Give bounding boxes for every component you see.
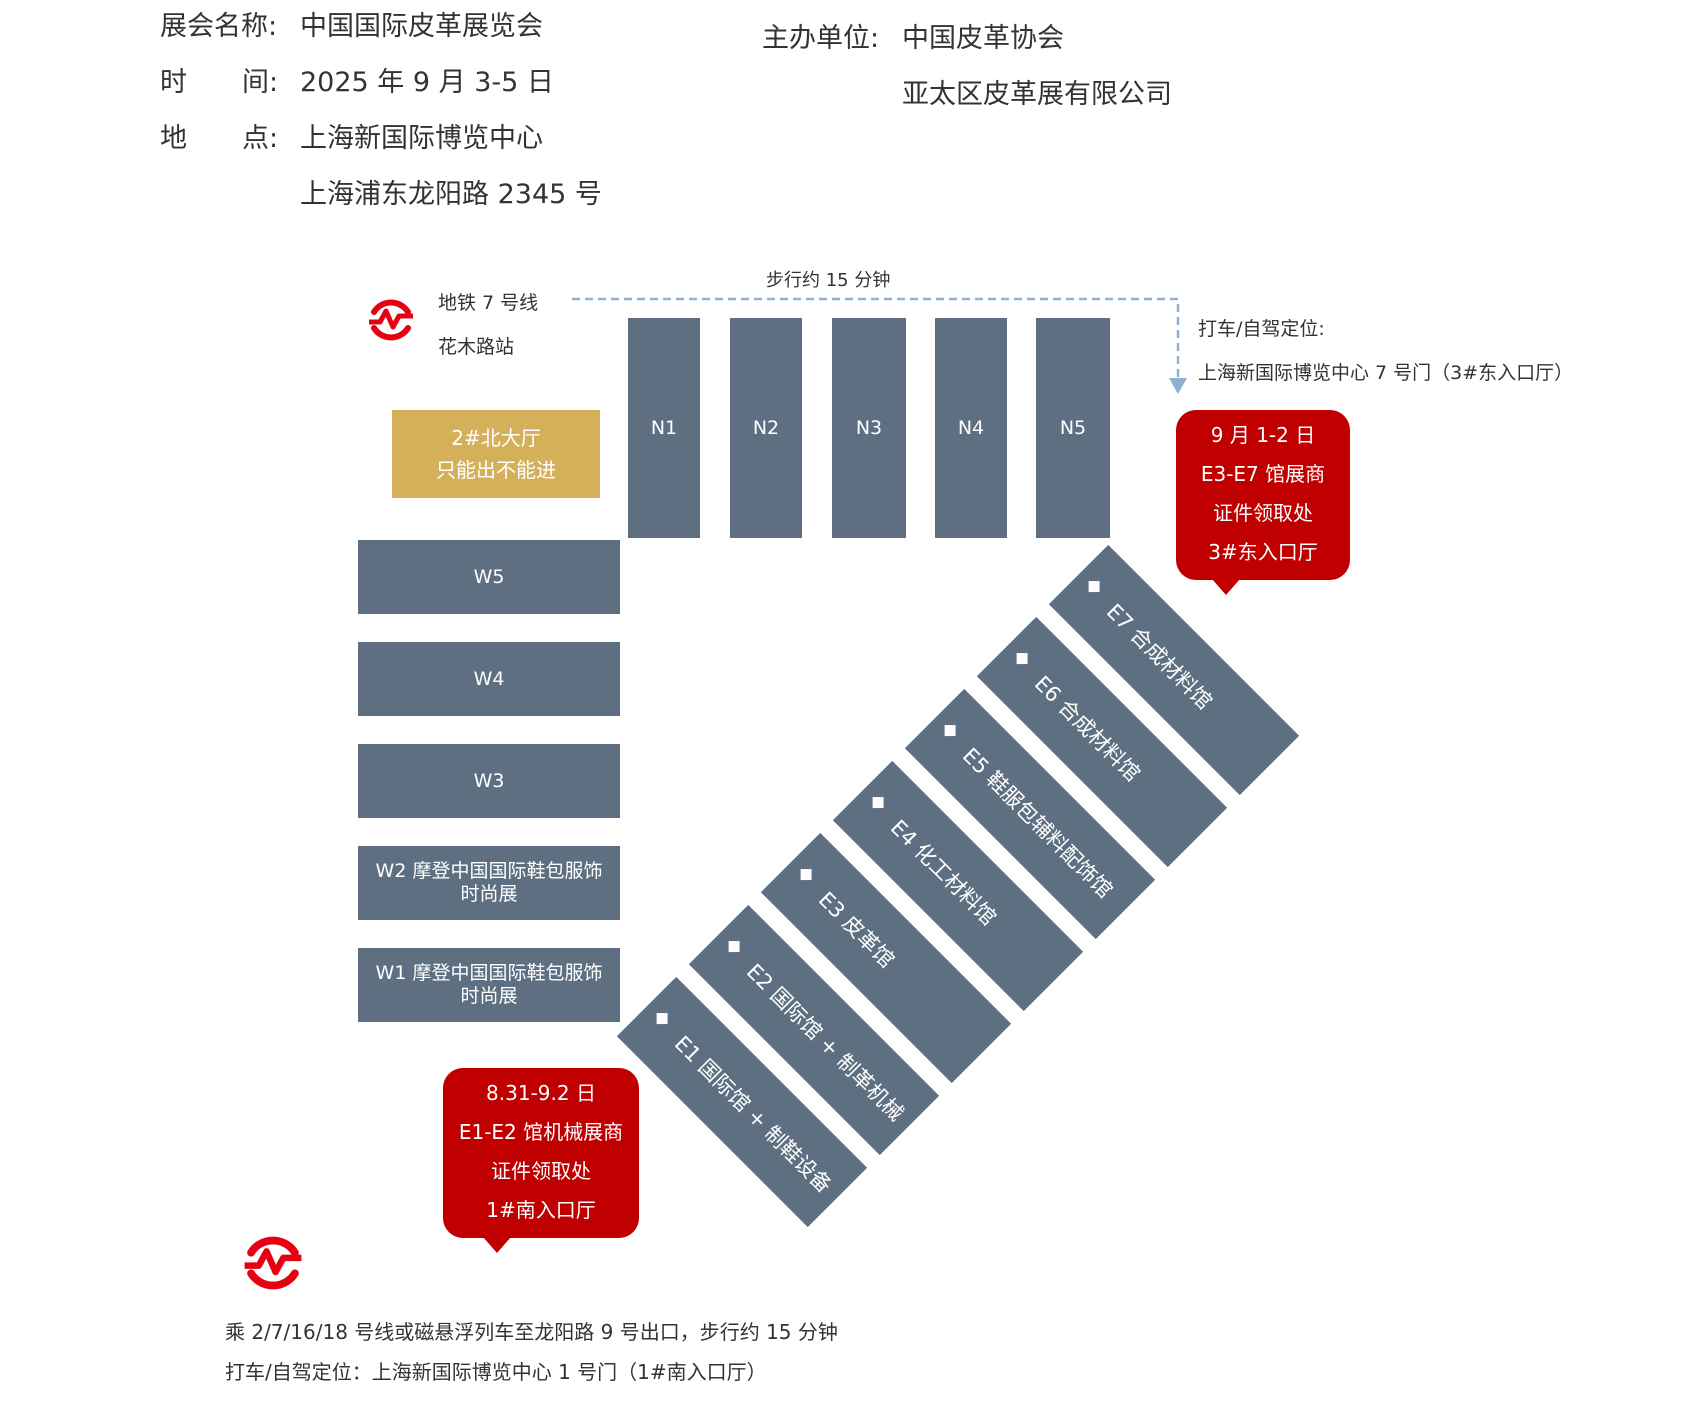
north-hall-line2: 只能出不能进 [436,458,556,482]
hall-e4-label: E4 化工材料馆 [885,815,1001,931]
place-value-2: 上海浦东龙阳路 2345 号 [300,179,602,210]
time-value: 2025 年 9 月 3-5 日 [300,67,554,98]
hall-w2: W2 摩登中国国际鞋包服饰 时尚展 [358,846,620,920]
metro-top-line: 地铁 7 号线 [438,292,539,314]
organizer-label: 主办单位: [762,23,880,54]
taxi-top-title: 打车/自驾定位: [1198,318,1325,340]
entrance-marker-icon [944,725,956,737]
callout-east-purpose: 证件领取处 [1213,501,1313,525]
metro-logo-icon [369,299,413,341]
hall-w1: W1 摩登中国国际鞋包服饰 时尚展 [358,948,620,1022]
callout-south-halls: E1-E2 馆机械展商 [458,1120,624,1144]
hall-w2-label-2: 时尚展 [460,883,518,905]
hall-e3-label: E3 皮革馆 [813,887,899,973]
hall-e6-label: E6 合成材料馆 [1029,671,1145,787]
callout-east-date: 9 月 1-2 日 [1210,423,1316,447]
metro-logo-icon [244,1236,302,1290]
bottom-taxi-directions: 打车/自驾定位：上海新国际博览中心 1 号门（1#南入口厅） [225,1360,767,1384]
hall-w1-label-2: 时尚展 [460,985,518,1007]
metro-top-station: 花木路站 [438,336,515,358]
walk-label: 步行约 15 分钟 [766,270,891,291]
entrance-marker-icon [800,869,812,881]
entrance-marker-icon [1088,581,1100,593]
hall-n2: N2 [730,318,802,538]
entrance-marker-icon [656,1013,668,1025]
hall-w2-label: W2 摩登中国国际鞋包服饰 [375,860,603,883]
organizer-2: 亚太区皮革展有限公司 [902,79,1172,110]
hall-n5: N5 [1036,318,1110,538]
hall-n3: N3 [832,318,906,538]
place-label-2: 点: [242,123,279,154]
callout-east-badge-pickup: 9 月 1-2 日 E3-E7 馆展商 证件领取处 3#东入口厅 [1176,410,1350,595]
place-label-1: 地 [160,123,187,154]
hall-w3: W3 [358,744,620,818]
north-hall-line1: 2#北大厅 [451,426,541,450]
callout-south-date: 8.31-9.2 日 [486,1081,596,1105]
hall-w3-label: W3 [473,769,505,792]
place-value-1: 上海新国际博览中心 [300,123,543,154]
hall-w1-label: W1 摩登中国国际鞋包服饰 [375,962,603,985]
entrance-marker-icon [872,797,884,809]
hall-w5-label: W5 [473,565,505,588]
bottom-metro-directions: 乘 2/7/16/18 号线或磁悬浮列车至龙阳路 9 号出口，步行约 15 分钟 [225,1320,838,1344]
north-hall-2: 2#北大厅 只能出不能进 [392,410,600,498]
hall-w5: W5 [358,540,620,614]
time-label-2: 间: [242,67,279,98]
hall-n1: N1 [628,318,700,538]
entrance-marker-icon [728,941,740,953]
callout-east-entrance: 3#东入口厅 [1208,540,1318,564]
callout-south-entrance: 1#南入口厅 [486,1198,596,1222]
callout-south-badge-pickup: 8.31-9.2 日 E1-E2 馆机械展商 证件领取处 1#南入口厅 [443,1068,639,1253]
taxi-top-address: 上海新国际博览中心 7 号门（3#东入口厅） [1198,362,1574,384]
hall-w4: W4 [358,642,620,716]
callout-pointer [1212,579,1240,595]
time-label-1: 时 [160,67,187,98]
callout-pointer [483,1237,511,1253]
callout-south-purpose: 证件领取处 [491,1159,591,1183]
hall-e7-label: E7 合成材料馆 [1101,599,1217,715]
entrance-marker-icon [1016,653,1028,665]
walking-route [572,297,1187,394]
organizer-1: 中国皮革协会 [902,23,1064,54]
exhibition-name-value: 中国国际皮革展览会 [300,11,543,42]
hall-n4: N4 [935,318,1007,538]
exhibition-name-label: 展会名称: [160,11,278,42]
callout-east-halls: E3-E7 馆展商 [1200,462,1326,486]
hall-w4-label: W4 [473,667,505,690]
